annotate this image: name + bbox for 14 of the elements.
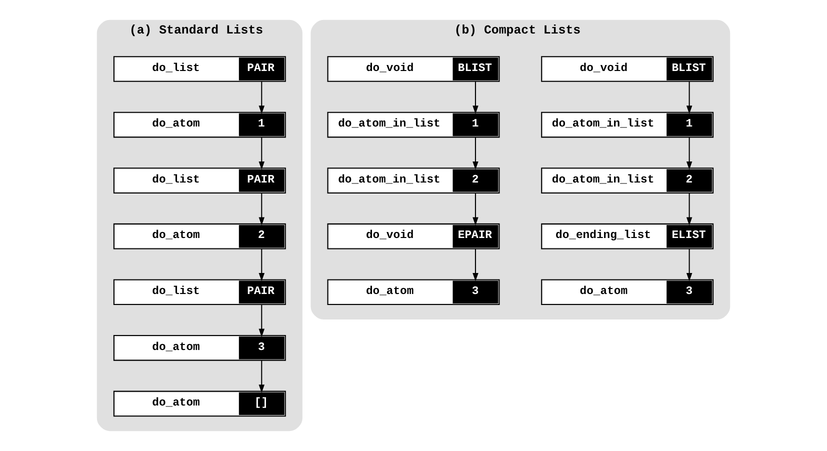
arrow [686, 192, 692, 226]
arrow [258, 304, 265, 338]
arrow [686, 248, 692, 282]
arrow [472, 248, 478, 282]
arrow [258, 81, 265, 114]
arrow [472, 137, 478, 170]
arrow [258, 137, 265, 170]
arrow [472, 192, 478, 226]
arrow [472, 81, 478, 114]
arrow [686, 137, 692, 170]
arrow [258, 192, 265, 226]
arrow [686, 81, 692, 114]
arrow [258, 360, 265, 393]
arrow [258, 248, 265, 282]
